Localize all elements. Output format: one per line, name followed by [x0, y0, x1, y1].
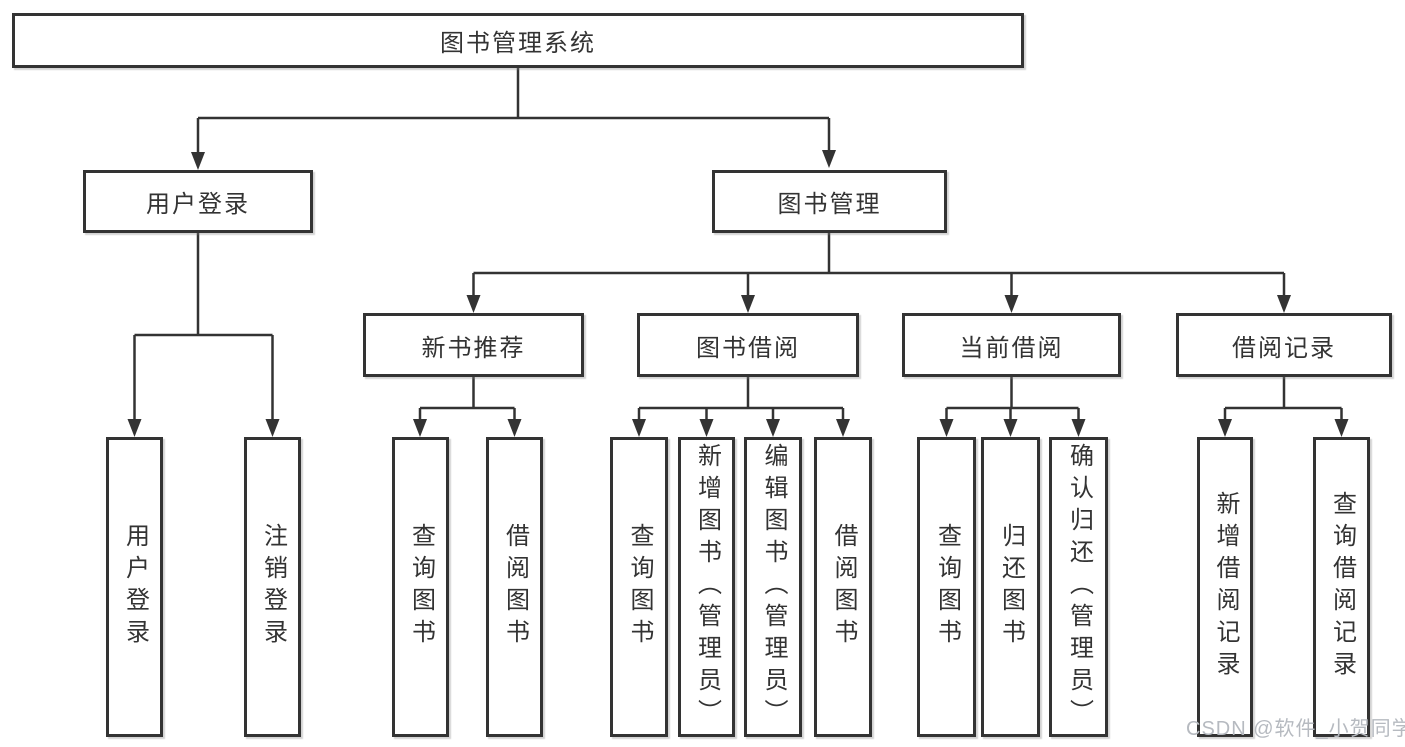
node-new-book-recommend-label: 新书推荐	[421, 334, 526, 362]
leaf-records-query-label: 查询借阅记录	[1328, 491, 1356, 683]
leaf-logout-label: 注销登录	[259, 523, 287, 651]
leaf-records-query: 查询借阅记录	[1313, 437, 1370, 737]
leaf-borrow-edit-admin: 编辑图书（管理员）	[744, 437, 802, 737]
leaf-borrow-query-label: 查询图书	[626, 523, 653, 651]
leaf-borrow-add-admin: 新增图书（管理员）	[678, 437, 735, 737]
leaf-borrow-edit-admin-label: 编辑图书（管理员）	[760, 443, 787, 731]
node-book-management-label: 图书管理	[777, 191, 882, 218]
leaf-borrow-borrow-label: 借阅图书	[830, 523, 857, 651]
node-user-login-label: 用户登录	[146, 191, 250, 218]
leaf-newbook-borrow: 借阅图书	[486, 437, 543, 737]
leaf-user-login-label: 用户登录	[121, 523, 149, 651]
node-current-borrow-label: 当前借阅	[959, 334, 1064, 362]
leaf-current-query: 查询图书	[917, 437, 976, 737]
node-borrow-records-label: 借阅记录	[1232, 334, 1336, 362]
node-borrow-records: 借阅记录	[1176, 313, 1392, 377]
leaf-newbook-borrow-label: 借阅图书	[501, 523, 529, 651]
node-root-system-label: 图书管理系统	[440, 30, 596, 57]
leaf-user-login: 用户登录	[106, 437, 163, 737]
leaf-borrow-add-admin-label: 新增图书（管理员）	[693, 443, 721, 731]
node-root-system: 图书管理系统	[12, 13, 1024, 68]
node-user-login: 用户登录	[83, 170, 313, 233]
leaf-records-add-label: 新增借阅记录	[1212, 491, 1239, 683]
leaf-current-return: 归还图书	[981, 437, 1040, 737]
node-book-management: 图书管理	[712, 170, 947, 233]
leaf-borrow-query: 查询图书	[610, 437, 668, 737]
leaf-logout: 注销登录	[244, 437, 301, 737]
leaf-borrow-borrow: 借阅图书	[814, 437, 872, 737]
node-new-book-recommend: 新书推荐	[363, 313, 584, 377]
node-current-borrow: 当前借阅	[902, 313, 1121, 377]
leaf-newbook-query-label: 查询图书	[407, 523, 435, 651]
leaf-current-confirm-return-admin: 确认归还（管理员）	[1049, 437, 1108, 737]
leaf-current-confirm-return-admin-label: 确认归还（管理员）	[1065, 443, 1093, 731]
leaf-records-add: 新增借阅记录	[1197, 437, 1253, 737]
node-book-borrow-label: 图书借阅	[696, 334, 800, 362]
leaf-newbook-query: 查询图书	[392, 437, 449, 737]
csdn-watermark: CSDN @软件_小贺同学	[1186, 718, 1405, 740]
leaf-current-query-label: 查询图书	[933, 523, 961, 651]
node-book-borrow: 图书借阅	[637, 313, 859, 377]
leaf-current-return-label: 归还图书	[997, 523, 1025, 651]
